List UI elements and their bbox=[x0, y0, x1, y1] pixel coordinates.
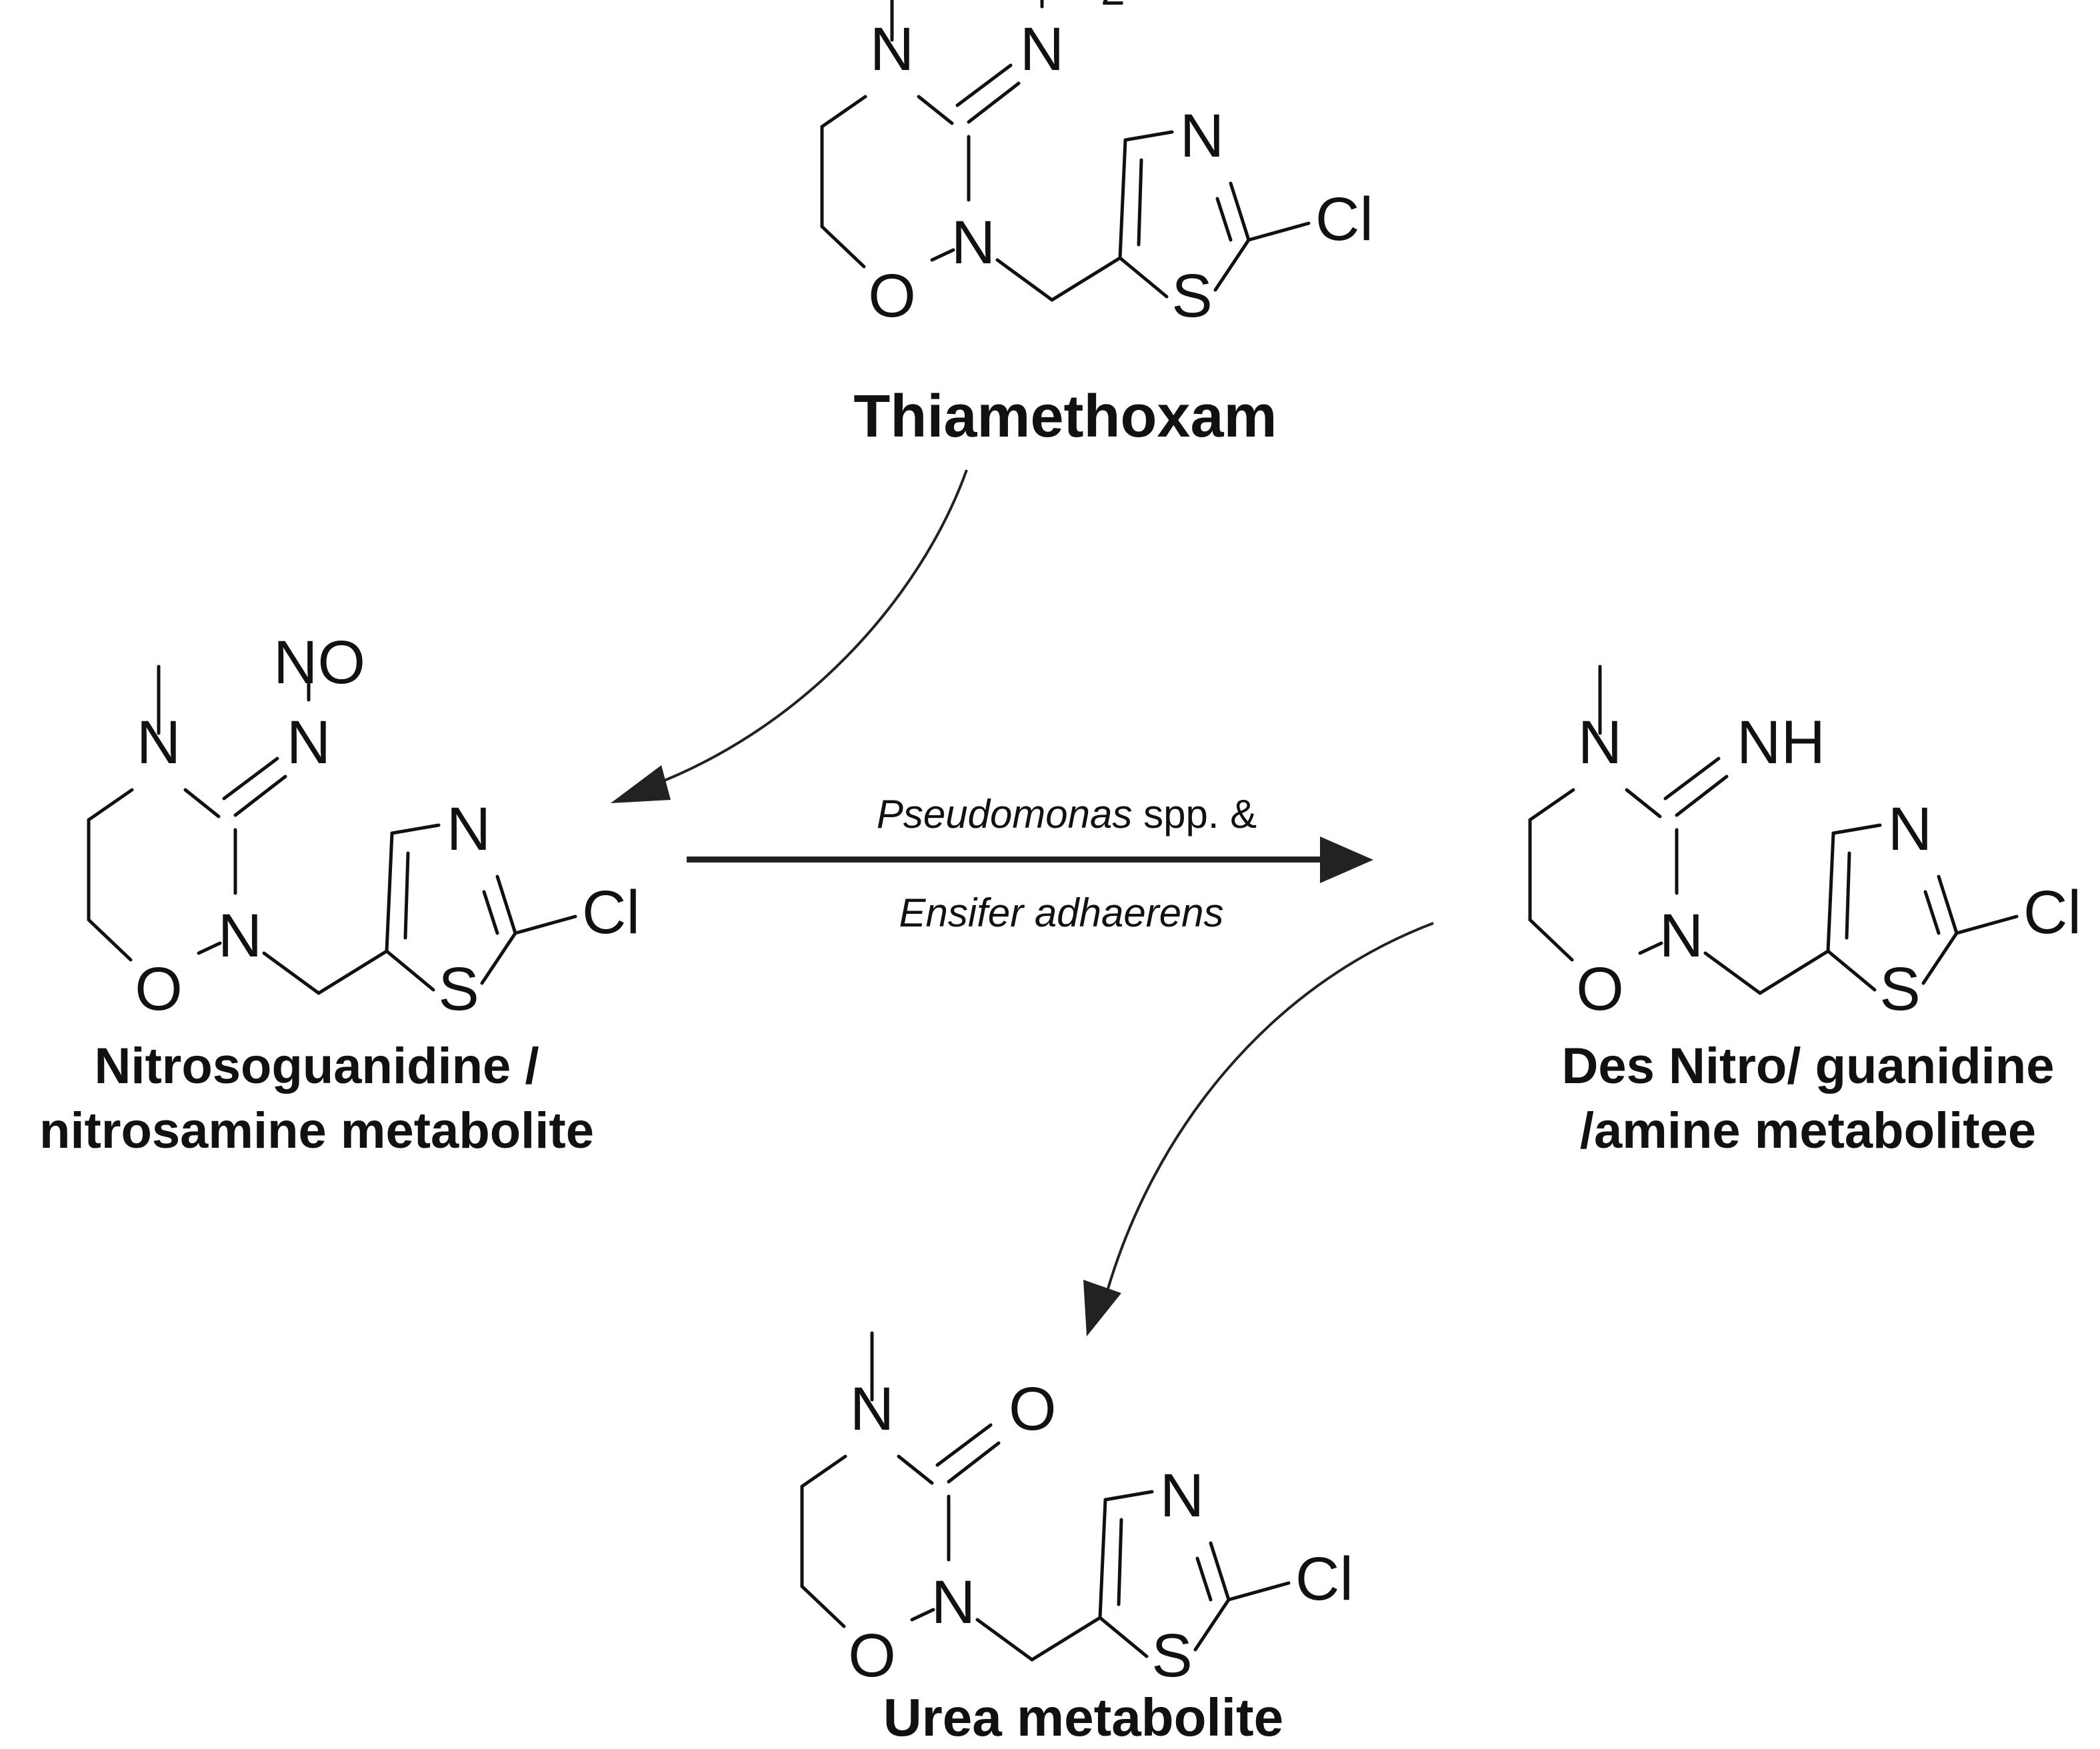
imine-nitrogen-label: N bbox=[1020, 15, 1064, 83]
arrowhead-to-desnitro bbox=[1320, 837, 1373, 883]
reaction-condition-line2: Ensifer adhaerens bbox=[899, 890, 1224, 935]
nitrosoguanidine-caption-line1: Nitrosoguanidine / bbox=[94, 1038, 539, 1094]
arrow-thiamethoxam-to-nitrosoguanidine bbox=[639, 469, 968, 791]
arrowhead-to-nitrosoguanidine bbox=[611, 765, 671, 803]
nitro-text: NO bbox=[1009, 0, 1101, 3]
organism1-label: Pseudomonas bbox=[877, 792, 1133, 837]
nitro-group-label: NO2 bbox=[1009, 0, 1125, 14]
arrowhead-to-urea bbox=[1083, 1280, 1121, 1336]
arrow-nitrosoguanidine-to-desnitro bbox=[687, 857, 1327, 863]
organism1-suffix: spp. & bbox=[1132, 792, 1257, 837]
imine-nh-label: NH bbox=[1737, 709, 1825, 777]
desnitro-caption-line1: Des Nitro/ guanidine bbox=[1562, 1038, 2055, 1094]
urea-caption: Urea metabolite bbox=[883, 1688, 1283, 1747]
desnitro-caption-line2: /amine metabolitee bbox=[1580, 1102, 2036, 1159]
carbonyl-oxygen-label: O bbox=[1009, 1375, 1057, 1443]
imine-nitrogen-label: N bbox=[287, 709, 331, 777]
nitroso-group-label: NO bbox=[273, 629, 365, 697]
desnitro-structure: NH bbox=[1530, 667, 2081, 1023]
thiamethoxam-structure: N NO2 bbox=[822, 0, 1373, 330]
urea-structure: O bbox=[802, 1333, 1353, 1690]
arrow-desnitro-to-urea bbox=[1105, 922, 1434, 1294]
reaction-condition-line1: Pseudomonas spp. & bbox=[877, 792, 1257, 837]
nitro-subscript: 2 bbox=[1101, 0, 1125, 14]
thiamethoxam-caption: Thiamethoxam bbox=[853, 383, 1277, 450]
nitrosoguanidine-structure: N NO bbox=[89, 629, 640, 1023]
nitrosoguanidine-caption-line2: nitrosamine metabolite bbox=[39, 1102, 594, 1159]
